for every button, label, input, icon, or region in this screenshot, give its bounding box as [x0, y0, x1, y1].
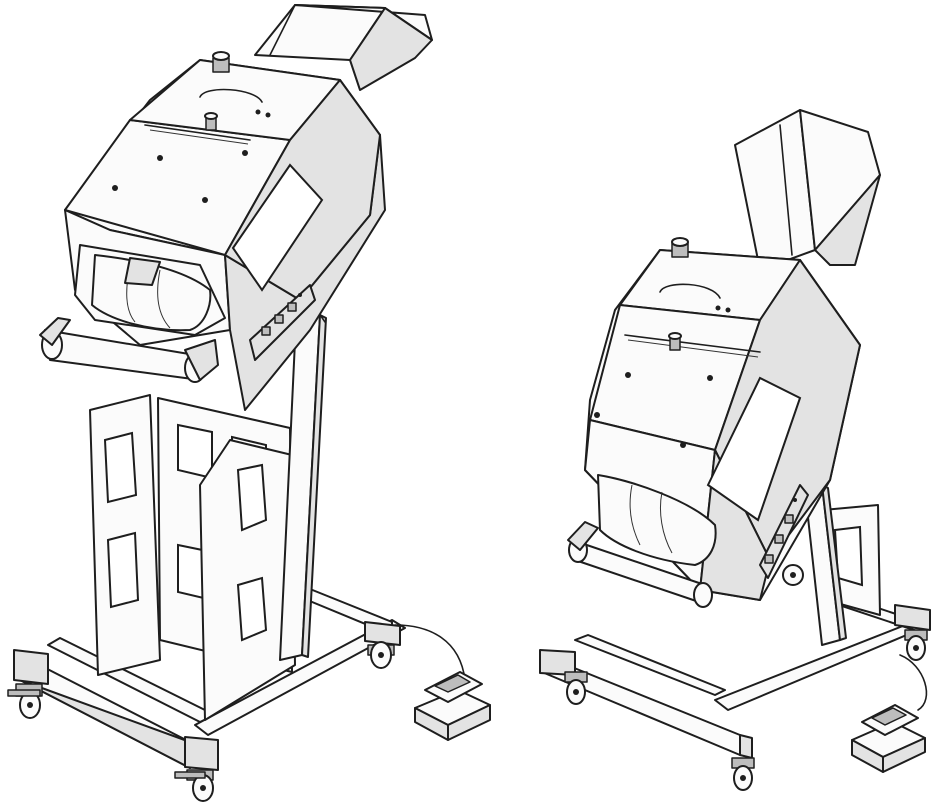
left-caster-2 [174, 769, 214, 802]
left-side-panel-rear [89, 394, 161, 676]
left-feed-chute [254, 4, 433, 91]
left-roller-bar [39, 317, 219, 383]
right-roller-bar [567, 521, 713, 608]
right-pedal-cable [899, 654, 928, 711]
left-control-panel [249, 284, 316, 361]
right-caster-2 [731, 757, 755, 791]
right-bag-opening [597, 474, 717, 566]
left-release-knob [204, 112, 218, 131]
left-side-panel-front [199, 439, 296, 721]
right-emergency-stop [671, 237, 689, 258]
machine-right [539, 109, 931, 791]
right-caster-3 [904, 629, 928, 661]
left-base-frame [13, 584, 406, 771]
right-foot-pedal [851, 704, 926, 773]
right-screws [594, 305, 731, 448]
right-control-panel [759, 484, 809, 579]
left-foot-pedal [414, 671, 491, 741]
right-feed-chute [734, 109, 881, 271]
left-lifting-post [279, 299, 327, 661]
left-handle-icon [199, 88, 263, 103]
left-caster-1 [7, 683, 43, 719]
right-release-knob [668, 332, 682, 351]
left-caster-3 [367, 641, 395, 669]
right-lifting-post [804, 484, 847, 646]
left-pedal-cable [394, 624, 466, 681]
right-caster-1 [564, 671, 588, 705]
machine-left [7, 4, 491, 802]
left-emergency-stop [212, 51, 230, 73]
left-screws [112, 109, 271, 203]
right-pivot-bracket [782, 564, 804, 586]
right-handle-icon [659, 283, 721, 299]
left-bag-opening [74, 244, 226, 336]
